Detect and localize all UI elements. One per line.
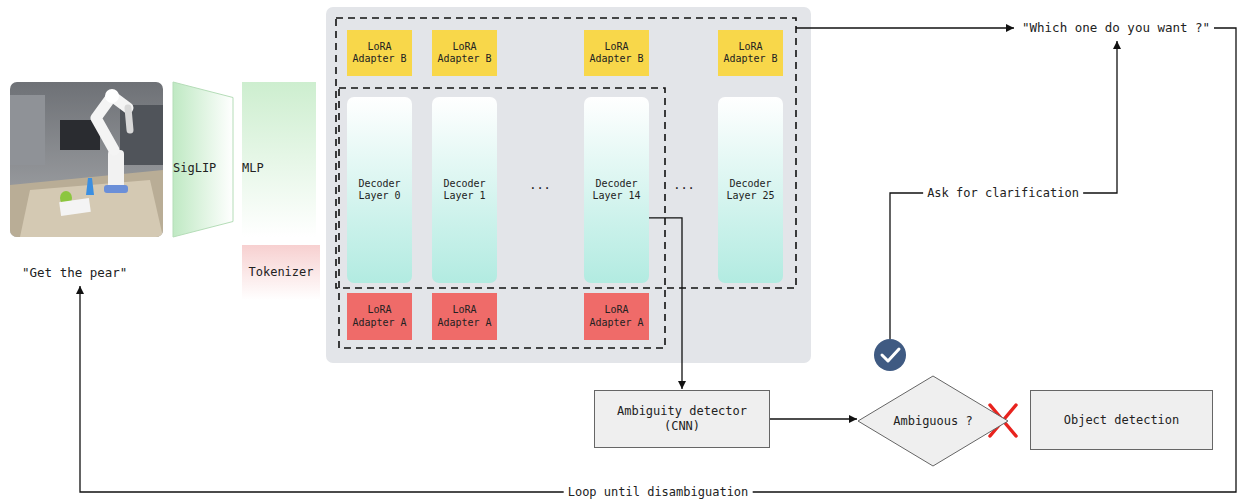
adapter-a-group (339, 88, 665, 348)
node-label: Decoder Layer 25 (722, 178, 779, 203)
decoder-layer: Decoder Layer 25 (718, 97, 783, 283)
node-label: SigLIP (173, 161, 216, 176)
yes-check-icon (874, 339, 906, 371)
node-label: LoRA Adapter B (436, 41, 493, 66)
question-text: "Which one do you want ?" (1018, 20, 1214, 35)
edge-label: Ask for clarification (923, 186, 1083, 200)
adapter-box: LoRA Adapter B (347, 30, 412, 76)
node-label: Decoder Layer 14 (588, 178, 645, 203)
adapter-box: LoRA Adapter B (718, 30, 783, 76)
trapezoid-shape (173, 82, 233, 237)
adapter-box: LoRA Adapter B (584, 30, 649, 76)
decision-diamond: Ambiguous ? (858, 376, 1008, 466)
adapter-box: LoRA Adapter A (584, 293, 649, 340)
decoder-layer: Decoder Layer 1 (432, 97, 497, 283)
node-label: Ambiguous ? (893, 414, 972, 429)
node-label: MLP (242, 161, 264, 176)
loop-line (80, 28, 1236, 492)
decoder-layer: Decoder Layer 0 (347, 97, 412, 283)
clarification-arrow (890, 41, 1117, 339)
node-label: LoRA Adapter B (588, 41, 645, 66)
ellipsis: ... (529, 178, 551, 192)
ellipsis: ... (673, 178, 695, 192)
node-label: Decoder Layer 1 (436, 178, 493, 203)
robot-photo (10, 82, 163, 237)
vision-encoder: SigLIP (173, 82, 233, 237)
node-label: LoRA Adapter A (436, 304, 493, 329)
process-box: Object detection (1030, 390, 1213, 450)
adapter-box: LoRA Adapter B (432, 30, 497, 76)
question-arrow (796, 27, 1014, 28)
projection-box: MLP (242, 82, 316, 237)
node-label: Tokenizer (248, 265, 313, 280)
decoder-layer: Decoder Layer 14 (584, 97, 649, 283)
detector-box: Ambiguity detector (CNN) (594, 390, 770, 448)
node-label: LoRA Adapter B (351, 41, 408, 66)
node-label: Ambiguity detector (CNN) (598, 404, 766, 434)
node-label: LoRA Adapter A (351, 304, 408, 329)
edge-label: Loop until disambiguation (564, 485, 753, 499)
tokenizer-box: Tokenizer (242, 245, 320, 300)
adapter-box: LoRA Adapter A (347, 293, 412, 340)
node-label: Decoder Layer 0 (351, 178, 408, 203)
node-label: Object detection (1064, 413, 1180, 428)
connector-arrow (770, 418, 857, 419)
node-label: LoRA Adapter A (588, 304, 645, 329)
instruction-text: "Get the pear" (22, 265, 127, 280)
model-panel (326, 7, 811, 363)
node-label: LoRA Adapter B (722, 41, 779, 66)
adapter-box: LoRA Adapter A (432, 293, 497, 340)
adapter-b-group (336, 18, 796, 288)
connector-arrow (649, 218, 682, 389)
